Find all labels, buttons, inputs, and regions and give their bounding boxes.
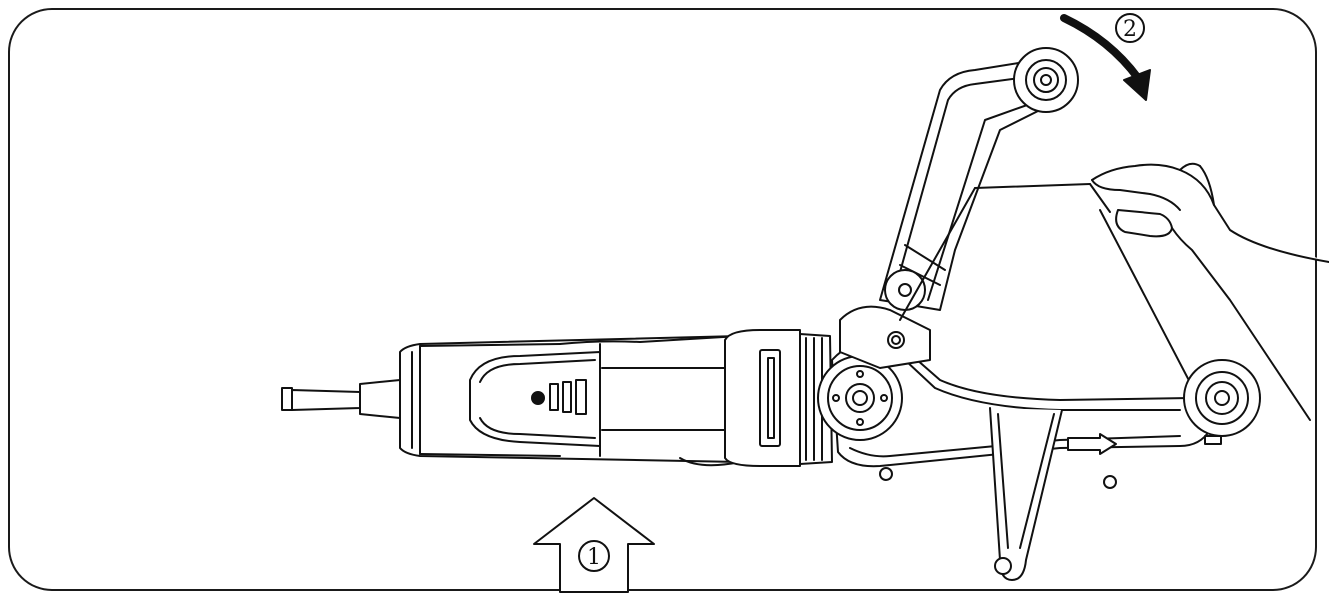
top-roller bbox=[1013, 47, 1079, 113]
upper-swing-arm bbox=[879, 47, 1079, 311]
gear-head bbox=[724, 329, 833, 467]
belt-direction-arrow bbox=[1067, 433, 1117, 455]
belt-arm-frame bbox=[817, 305, 1211, 581]
step-1-number: 1 bbox=[587, 545, 601, 570]
drive-wheel bbox=[817, 355, 903, 441]
speed-switch bbox=[531, 379, 587, 415]
step-2-number: 2 bbox=[1123, 17, 1137, 42]
step-1-marker bbox=[578, 540, 610, 572]
step-2-marker bbox=[1115, 13, 1145, 43]
diagram-frame bbox=[8, 8, 1317, 591]
motor-housing bbox=[399, 335, 741, 467]
front-roller bbox=[1183, 359, 1261, 445]
hand-illustration bbox=[1091, 162, 1329, 421]
step-1-push-arrow: 1 bbox=[533, 497, 655, 593]
power-cord bbox=[281, 379, 401, 419]
abrasive-belt bbox=[899, 183, 1196, 393]
step-2-rotation-arrow: 2 bbox=[1060, 13, 1151, 101]
